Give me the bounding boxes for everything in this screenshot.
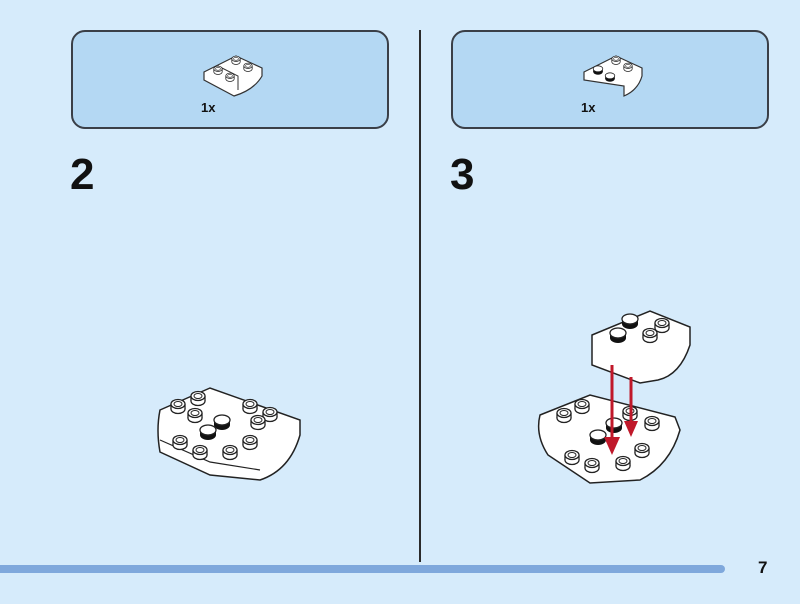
step-number: 2 <box>70 150 95 199</box>
assembly-arrows <box>604 365 638 455</box>
step-number: 3 <box>450 150 475 199</box>
part-quantity: 1x <box>581 100 596 115</box>
progress-bar <box>0 565 725 573</box>
step-divider <box>419 30 421 562</box>
step-2-model-illustration <box>157 387 301 481</box>
part-quantity: 1x <box>201 100 216 115</box>
page-number: 7 <box>758 558 768 577</box>
inverted-slope-brick-icon <box>583 55 643 97</box>
parts-callout-step-3: 1x <box>451 30 769 129</box>
step-3-model-illustration <box>537 310 691 484</box>
inverted-slope-brick-icon <box>203 55 263 97</box>
parts-callout-step-2: 1x <box>71 30 389 129</box>
